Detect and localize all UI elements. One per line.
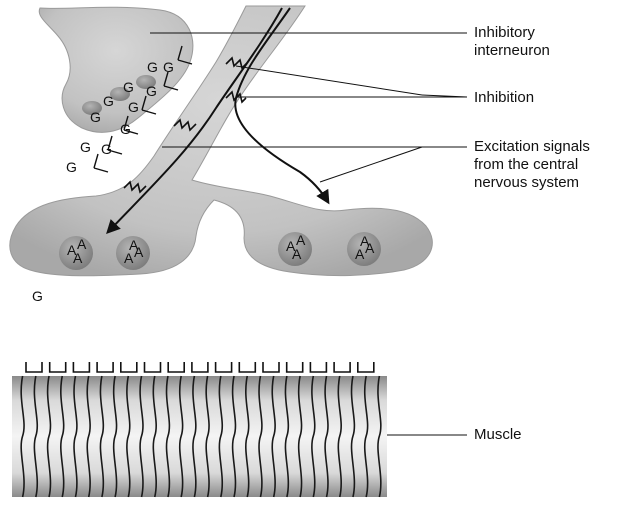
receptor-tooth — [287, 362, 303, 372]
receptor-tooth — [168, 362, 184, 372]
label-inhibitory-interneuron-line-1: Inhibitory — [474, 24, 550, 42]
label-inhibitory-interneuron-line-2: interneuron — [474, 42, 550, 60]
receptor-tooth — [263, 362, 279, 372]
label-excitation-line-2: from the central — [474, 156, 590, 174]
receptor-tooth — [97, 362, 113, 372]
neurotransmitter-g: G — [146, 83, 157, 99]
neurotransmitter-a: A — [360, 233, 370, 249]
neurotransmitter-g: G — [80, 139, 91, 155]
free-neurotransmitter-g: G — [32, 288, 43, 304]
muscle — [12, 362, 387, 497]
receptor-tooth — [216, 362, 232, 372]
label-inhibition: Inhibition — [474, 89, 534, 107]
neurotransmitter-g: G — [147, 59, 158, 75]
receptor-hook — [108, 136, 122, 154]
label-excitation-line-3: nervous system — [474, 174, 590, 192]
label-excitation-signals: Excitation signals from the central nerv… — [474, 138, 590, 192]
receptor-tooth — [192, 362, 208, 372]
receptor-tooth — [121, 362, 137, 372]
label-muscle: Muscle — [474, 426, 522, 444]
neurotransmitter-g: G — [66, 159, 77, 175]
label-inhibitory-interneuron: Inhibitory interneuron — [474, 24, 550, 60]
neurotransmitter-g: G — [90, 109, 101, 125]
neurotransmitter-a: A — [129, 237, 139, 253]
receptor-tooth — [334, 362, 350, 372]
receptor-tooth — [310, 362, 326, 372]
neurotransmitter-g: G — [128, 99, 139, 115]
neurotransmitter-a: A — [73, 250, 83, 266]
muscle-body — [12, 376, 387, 497]
neurotransmitter-g: G — [103, 93, 114, 109]
receptor-tooth — [358, 362, 374, 372]
neurotransmitter-g: G — [123, 79, 134, 95]
receptor-tooth — [73, 362, 89, 372]
receptor-tooth — [145, 362, 161, 372]
receptor-tooth — [239, 362, 255, 372]
muscle-receptor-teeth — [26, 362, 374, 372]
label-excitation-line-1: Excitation signals — [474, 138, 590, 156]
receptor-tooth — [50, 362, 66, 372]
neurotransmitter-a: A — [292, 246, 302, 262]
receptor-tooth — [26, 362, 42, 372]
